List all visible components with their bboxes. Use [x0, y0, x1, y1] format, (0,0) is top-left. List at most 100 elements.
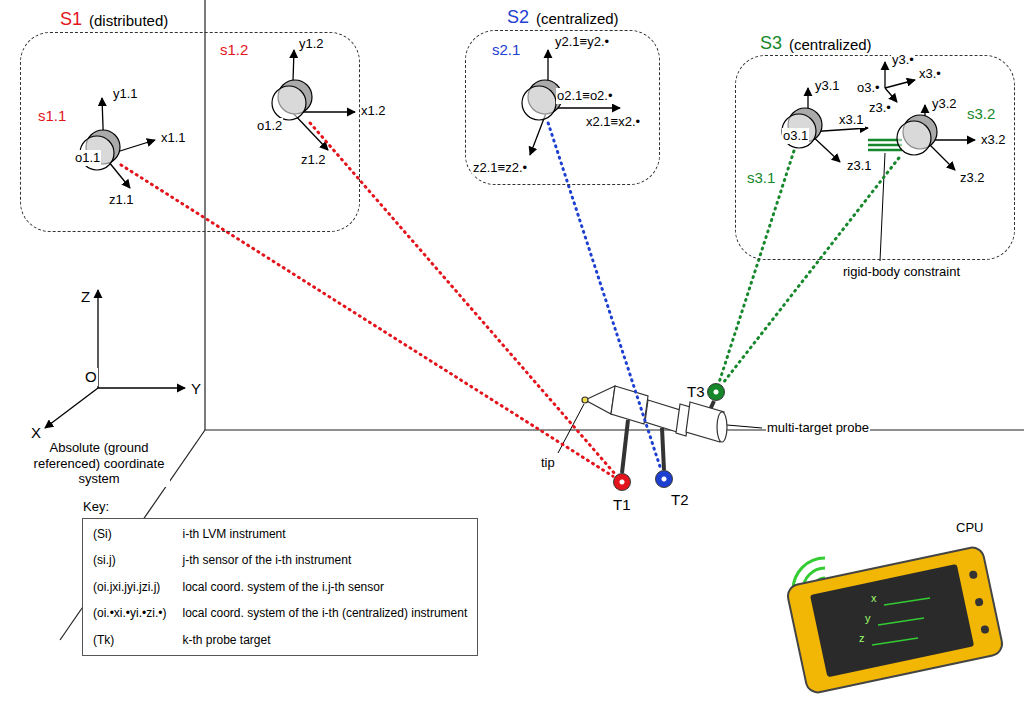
- key-symbol: (oi.•xi.•yi.•zi.•): [93, 606, 166, 620]
- sensor-camera: s1.2: [269, 79, 313, 123]
- rigid-body-constraint: [868, 144, 902, 147]
- screen-text: y: [864, 612, 872, 625]
- axis-label: y3.•: [891, 52, 915, 68]
- cpu-tablet: [980, 625, 989, 634]
- key-description: j-th sensor of the i-th instrument: [182, 553, 467, 567]
- sensor-label: s3.2: [966, 105, 996, 123]
- leader-line: [880, 153, 885, 261]
- leader-line: [727, 425, 762, 428]
- coordinate-axis: [885, 80, 915, 88]
- axis-label: x1.2: [360, 103, 387, 119]
- instrument-name: S2: [506, 7, 530, 29]
- axis-label: z1.2: [300, 152, 327, 168]
- probe-target: T3: [707, 383, 725, 401]
- camera-symbol: [894, 114, 938, 158]
- multi-target-probe: [662, 428, 664, 470]
- key-description: local coord. system of the i.j-th sensor: [182, 580, 467, 594]
- axis-label: O: [84, 368, 98, 386]
- multi-target-probe: [717, 412, 727, 442]
- key-symbol: (Tk): [93, 633, 166, 647]
- axis-label: o2.1≡o2.•: [556, 88, 614, 104]
- cpu-tablet: [810, 564, 974, 677]
- key-description: local coord. system of the i-th (central…: [182, 606, 467, 620]
- instrument-type: (centralized): [535, 10, 620, 28]
- frame-label: Absolute (ground referenced) coordinate …: [28, 440, 170, 487]
- cpu-tablet: [786, 545, 1004, 694]
- key-description: i-th LVM instrument: [182, 527, 467, 541]
- axis-label: x1.1: [160, 130, 187, 146]
- axis-label: x3.•: [918, 66, 942, 82]
- key-description: k-th probe target: [182, 633, 467, 647]
- key-symbol: (si.j): [93, 553, 166, 567]
- screen-text: z: [858, 632, 866, 645]
- axis-label: Z: [80, 288, 91, 306]
- multi-target-probe: [645, 400, 680, 432]
- axis-label: z3.1: [846, 158, 873, 174]
- camera-symbol: [269, 79, 313, 123]
- axis-label: o3.•: [856, 80, 881, 96]
- sensor-camera: s3.2: [894, 114, 938, 158]
- multi-target-probe: [582, 397, 588, 403]
- sight-line: [548, 123, 661, 470]
- sensor-label: s1.1: [37, 107, 67, 125]
- screen-line: [878, 618, 924, 625]
- room-edge: [205, 429, 1024, 430]
- part-label: tip: [540, 455, 556, 471]
- screen-line: [872, 598, 930, 645]
- cpu-tablet: [974, 597, 983, 606]
- axis-label: y1.2: [298, 36, 325, 52]
- instrument-type: (centralized): [788, 36, 873, 54]
- cpu-tablet: [786, 545, 1004, 694]
- axis-label: x2.1≡x2.•: [585, 114, 641, 130]
- multi-target-probe: [622, 420, 628, 473]
- target-label: T3: [686, 383, 706, 401]
- target-label: T2: [670, 491, 690, 509]
- cpu-tablet: [969, 570, 978, 579]
- coordinate-axis: [45, 50, 975, 428]
- leader-line: [558, 153, 885, 453]
- axis-label: z3.2: [959, 170, 986, 186]
- instrument-name: S1: [59, 9, 83, 31]
- key-table: Key:(Si)i-th LVM instrument(si.j)j-th se…: [82, 518, 478, 656]
- axis-label: o3.1: [782, 128, 809, 144]
- probe-target: T1: [613, 473, 631, 491]
- key-symbol: (oi.jxi.jyi.jzi.j): [93, 580, 166, 594]
- axis-label: y1.1: [112, 86, 139, 102]
- camera-lens: [782, 114, 816, 148]
- key-heading: Key:: [83, 499, 109, 515]
- part-label: rigid-body constraint: [842, 264, 961, 280]
- axis-label: y3.2: [931, 96, 958, 112]
- instrument-name: S3: [759, 33, 783, 55]
- axis-label: z3.•: [868, 100, 892, 116]
- axis-label: o1.2: [256, 118, 283, 134]
- camera-lens: [522, 86, 556, 120]
- rigid-body-constraint: [868, 149, 902, 152]
- coordinate-axis: [45, 388, 98, 428]
- axis-label: o1.1: [74, 150, 101, 166]
- screen-line: [884, 598, 930, 605]
- screen-line: [872, 638, 918, 645]
- sight-line: [719, 151, 794, 383]
- instrument-region: S1(distributed)s1.1s1.2: [20, 32, 360, 232]
- sensor-label: s1.2: [219, 41, 249, 59]
- instrument-type: (distributed): [88, 12, 169, 30]
- camera-lens: [897, 121, 931, 155]
- screen-text: x: [870, 592, 878, 605]
- probe-target: T2: [655, 470, 673, 488]
- axis-label: z2.1≡z2.•: [472, 160, 528, 176]
- multi-target-probe: [585, 386, 615, 414]
- sensor-label: s3.1: [746, 169, 776, 187]
- camera-lens: [272, 86, 306, 120]
- axis-label: y3.1: [814, 78, 841, 94]
- axis-label: Y: [190, 380, 202, 398]
- target-label: T1: [612, 496, 632, 514]
- room-edge: [204, 0, 205, 430]
- multi-target-probe: [611, 386, 648, 424]
- part-label: multi-target probe: [766, 420, 870, 436]
- axis-label: x3.1: [838, 112, 865, 128]
- sensor-label: s2.1: [491, 41, 521, 59]
- sight-line: [121, 165, 613, 476]
- sight-line: [310, 123, 614, 473]
- coordinate-axis: [884, 62, 885, 88]
- axis-label: z1.1: [108, 192, 135, 208]
